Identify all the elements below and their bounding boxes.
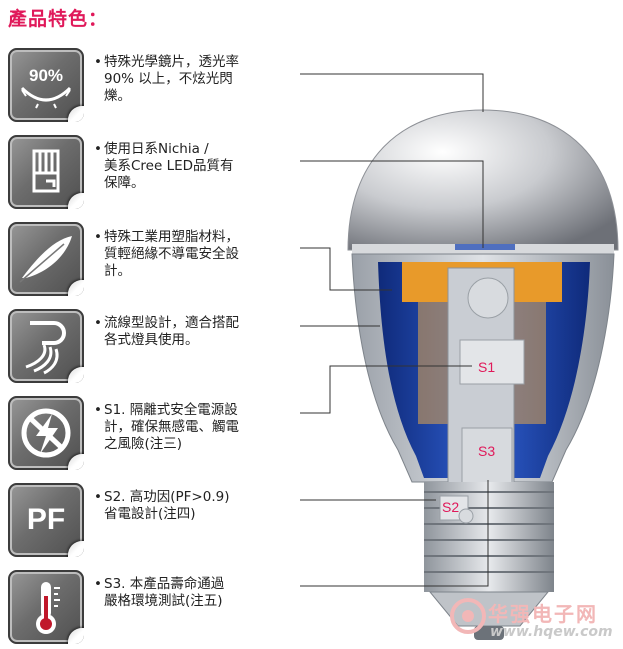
lens-90-percent-icon: 90% bbox=[8, 48, 84, 122]
streamline-icon bbox=[8, 309, 84, 383]
pf-icon: PF bbox=[8, 483, 84, 557]
feature-text-2: •使用日系Nichia / 美系Cree LED品質有 保障。 bbox=[94, 141, 234, 191]
lens-90-percent-label: 90% bbox=[29, 66, 63, 85]
watermark-name: 华强电子网 bbox=[488, 602, 598, 626]
pf-label: PF bbox=[27, 503, 65, 536]
page-title: 產品特色： bbox=[8, 8, 109, 30]
watermark: 华强电子网 www.hqew.com bbox=[448, 596, 618, 646]
feature-text-5: •S1. 隔離式安全電源設 計，確保無感電、觸電 之風險(注三) bbox=[94, 402, 239, 452]
watermark-url: www.hqew.com bbox=[490, 624, 613, 640]
watermark-logo-icon bbox=[450, 598, 486, 634]
s2-label: S2 bbox=[442, 499, 459, 515]
thermometer-icon bbox=[8, 570, 84, 644]
feature-text-1: •特殊光學鏡片，透光率 90% 以上，不炫光閃 爍。 bbox=[94, 54, 239, 104]
no-shock-icon bbox=[8, 396, 84, 470]
s1-label: S1 bbox=[478, 359, 495, 375]
s3-label: S3 bbox=[478, 443, 495, 459]
led-chip-icon bbox=[8, 135, 84, 209]
feature-text-7: •S3. 本產品壽命通過 嚴格環境測試(注五) bbox=[94, 576, 225, 609]
feature-text-6: •S2. 高功因(PF>0.9) 省電設計(注四) bbox=[94, 489, 230, 522]
feature-text-4: •流線型設計，適合搭配 各式燈具使用。 bbox=[94, 315, 239, 348]
feature-text-3: •特殊工業用塑脂材料， 質輕絕緣不導電安全設 計。 bbox=[94, 229, 239, 279]
feather-icon bbox=[8, 222, 84, 296]
